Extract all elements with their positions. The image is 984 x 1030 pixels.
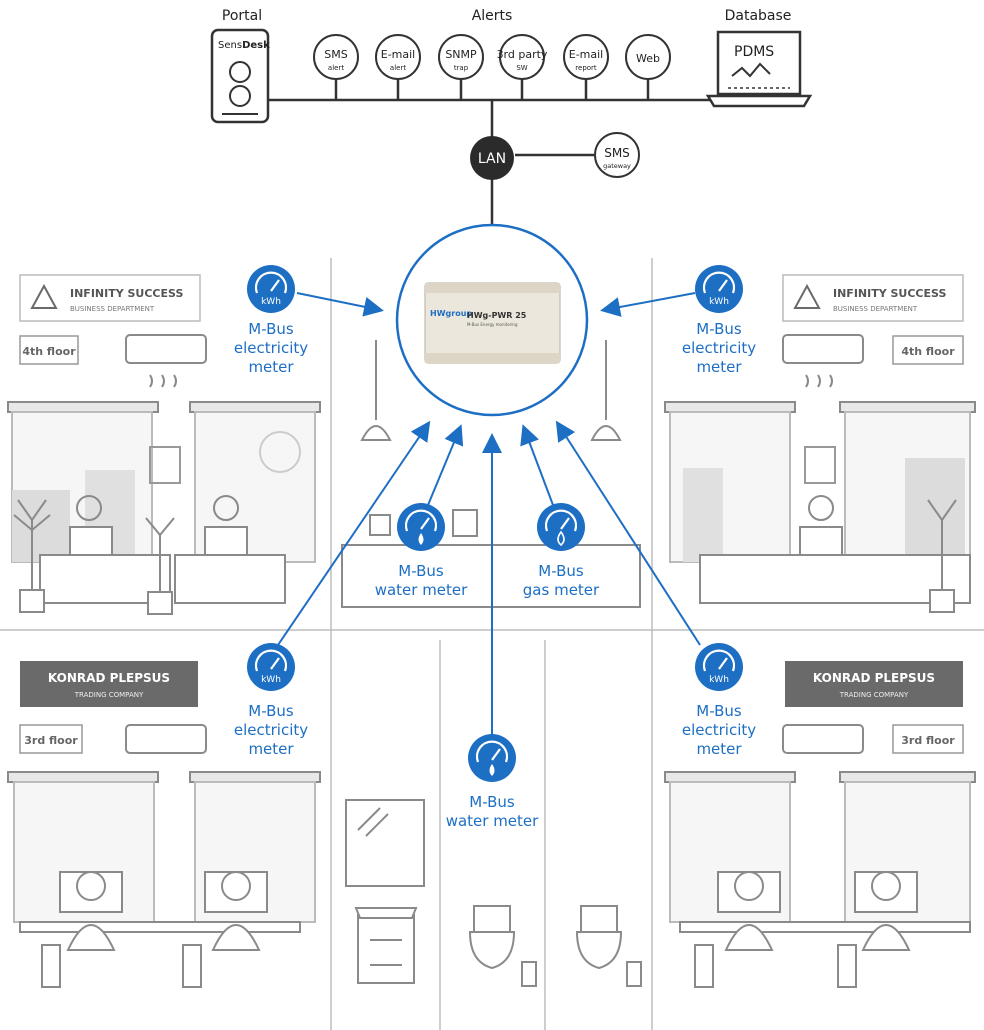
lan-node: LAN — [470, 136, 514, 180]
svg-text:KONRAD PLEPSUS: KONRAD PLEPSUS — [48, 671, 170, 685]
kwh-meter-icon-4th-left: kWh — [247, 265, 295, 313]
company-plate-4th-right: INFINITY SUCCESS BUSINESS DEPARTMENT — [782, 274, 964, 322]
floor-label-3rd-right: 3rd floor — [892, 724, 964, 754]
portal-phone-icon: SensDesk — [210, 28, 270, 124]
kwh-meter-icon-3rd-right-badge: kWh — [709, 675, 729, 685]
kwh-meter-icon-4th-right-badge: kWh — [709, 297, 729, 307]
water-meter-kitchen-line1: M-Bus — [398, 562, 444, 580]
svg-text:HWgroup: HWgroup — [430, 309, 472, 318]
electricity-meter-3rd-left-line3: meter — [248, 740, 294, 758]
web-icon: Web — [625, 34, 671, 100]
web-icon-label: Web — [636, 52, 660, 65]
svg-text:M-Bus Energy monitoring: M-Bus Energy monitoring — [467, 322, 518, 327]
database-laptop-icon: PDMS — [705, 30, 813, 108]
svg-text:BUSINESS DEPARTMENT: BUSINESS DEPARTMENT — [833, 305, 918, 313]
svg-text:SMS: SMS — [604, 146, 630, 160]
electricity-meter-3rd-right-line1: M-Bus — [696, 702, 742, 720]
email-report-icon-label: E-mail — [569, 48, 604, 61]
snmp-trap-icon-sublabel: trap — [454, 64, 469, 72]
email-report-icon: E-mail report — [563, 34, 609, 100]
water-meter-bathroom-line1: M-Bus — [469, 793, 515, 811]
floor-label-4th-right: 4th floor — [892, 335, 964, 365]
company-plate-4th-left: INFINITY SUCCESS BUSINESS DEPARTMENT — [19, 274, 201, 322]
email-report-icon-sublabel: report — [575, 64, 597, 72]
company-plate-3rd-right: KONRAD PLEPSUS TRADING COMPANY — [785, 661, 963, 707]
gas-meter-kitchen-line2: gas meter — [523, 581, 600, 599]
svg-text:TRADING COMPANY: TRADING COMPANY — [74, 691, 144, 699]
sms-alert-icon-sublabel: alert — [328, 64, 344, 72]
svg-text:KONRAD PLEPSUS: KONRAD PLEPSUS — [813, 671, 935, 685]
bathroom-area — [345, 799, 642, 987]
svg-text:PDMS: PDMS — [734, 44, 774, 60]
email-alert-icon-label: E-mail — [381, 48, 416, 61]
kwh-meter-icon-3rd-right: kWh — [695, 643, 743, 691]
svg-text:INFINITY SUCCESS: INFINITY SUCCESS — [70, 287, 183, 300]
electricity-meter-3rd-right-line2: electricity — [682, 721, 756, 739]
meters-layer: kWhM-BuselectricitymeterkWhM-Buselectric… — [234, 265, 756, 830]
water-meter-icon-kitchen — [397, 503, 445, 551]
sms-alert-icon: SMS alert — [313, 34, 359, 100]
electricity-meter-3rd-left-line1: M-Bus — [248, 702, 294, 720]
sms-alert-icon-label: SMS — [324, 48, 347, 61]
electricity-meter-4th-right-line2: electricity — [682, 339, 756, 357]
meter-connections — [277, 292, 701, 735]
electricity-meter-4th-right-line1: M-Bus — [696, 320, 742, 338]
third-party-sw-icon-label: 3rd party — [497, 48, 548, 61]
alerts-heading: Alerts — [472, 8, 513, 24]
svg-text:SensDesk: SensDesk — [218, 40, 270, 51]
svg-text:3rd floor: 3rd floor — [901, 734, 955, 747]
kwh-meter-icon-3rd-left-badge: kWh — [261, 675, 281, 685]
gas-meter-icon-kitchen — [537, 503, 585, 551]
svg-text:gateway: gateway — [603, 162, 631, 170]
office-4th-left — [7, 334, 321, 615]
svg-text:INFINITY SUCCESS: INFINITY SUCCESS — [833, 287, 946, 300]
electricity-meter-4th-left-line3: meter — [248, 358, 294, 376]
company-plate-3rd-left: KONRAD PLEPSUS TRADING COMPANY — [20, 661, 198, 707]
electricity-meter-3rd-right-line3: meter — [696, 740, 742, 758]
svg-text:BUSINESS DEPARTMENT: BUSINESS DEPARTMENT — [70, 305, 155, 313]
office-3rd-right — [664, 724, 976, 988]
electricity-meter-4th-right-line3: meter — [696, 358, 742, 376]
database-heading: Database — [725, 8, 792, 24]
svg-text:HWg-PWR 25: HWg-PWR 25 — [467, 311, 527, 320]
electricity-meter-4th-left-line2: electricity — [234, 339, 308, 357]
kwh-meter-icon-3rd-left: kWh — [247, 643, 295, 691]
svg-text:3rd floor: 3rd floor — [24, 734, 78, 747]
kwh-meter-icon-4th-right: kWh — [695, 265, 743, 313]
kwh-meter-icon-4th-left-badge: kWh — [261, 297, 281, 307]
email-alert-icon-sublabel: alert — [390, 64, 406, 72]
water-meter-icon-bathroom — [468, 734, 516, 782]
svg-text:4th floor: 4th floor — [22, 345, 76, 358]
snmp-trap-icon: SNMP trap — [438, 34, 484, 100]
gas-meter-kitchen-line1: M-Bus — [538, 562, 584, 580]
snmp-trap-icon-label: SNMP — [445, 48, 477, 61]
svg-text:TRADING COMPANY: TRADING COMPANY — [839, 691, 909, 699]
electricity-meter-3rd-left-line2: electricity — [234, 721, 308, 739]
office-3rd-left — [7, 724, 321, 988]
sms-gateway-icon: SMS gateway — [594, 132, 640, 178]
floor-label-4th-left: 4th floor — [19, 335, 79, 365]
email-alert-icon: E-mail alert — [375, 34, 421, 100]
electricity-meter-4th-left-line1: M-Bus — [248, 320, 294, 338]
portal-heading: Portal — [222, 8, 262, 24]
svg-text:4th floor: 4th floor — [901, 345, 955, 358]
hwg-pwr25-device: HWgroup HWg-PWR 25 M-Bus Energy monitori… — [395, 223, 589, 417]
third-party-sw-icon-sublabel: SW — [516, 64, 527, 72]
water-meter-kitchen-line2: water meter — [375, 581, 468, 599]
floor-label-3rd-left: 3rd floor — [19, 724, 83, 754]
svg-text:LAN: LAN — [478, 151, 506, 167]
water-meter-bathroom-line2: water meter — [446, 812, 539, 830]
office-4th-right — [664, 334, 976, 613]
